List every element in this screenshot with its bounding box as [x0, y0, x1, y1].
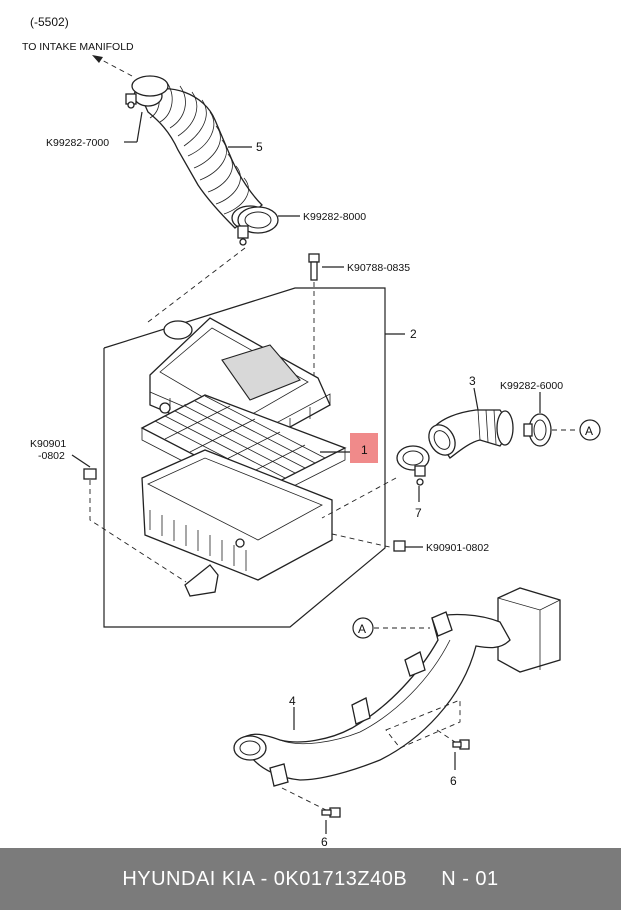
- part-1-highlight: [350, 433, 378, 463]
- direction-arrow-icon: [92, 55, 133, 77]
- nut-icon-left: [83, 468, 97, 480]
- part-number-3: 3: [469, 374, 476, 388]
- hose-clamp-right: [523, 413, 552, 447]
- part-number-1: 1: [361, 443, 368, 457]
- hose-clamp-mid: [237, 206, 279, 246]
- callout-nut-left-b: -0802: [38, 450, 65, 462]
- hose-clamp-top: [125, 75, 169, 109]
- bolt-icon-right: [452, 739, 470, 750]
- callout-nut-right: K90901-0802: [426, 542, 489, 554]
- direction-label: TO INTAKE MANIFOLD: [22, 41, 134, 53]
- callout-bolt: K90788-0835: [347, 262, 410, 274]
- footer-bar: HYUNDAI KIA - 0K01713Z40B N - 01: [0, 848, 621, 910]
- reference-a-right: A: [579, 419, 601, 441]
- bolt-icon: [308, 253, 320, 281]
- footer-page-code: N - 01: [441, 867, 499, 890]
- part-number-5: 5: [256, 140, 263, 154]
- air-cleaner-lower-case: [141, 449, 333, 597]
- bolt-icon-bottom: [321, 807, 341, 818]
- fresh-air-duct: [233, 587, 561, 787]
- nut-icon-right: [393, 540, 406, 552]
- callout-nut-left-a: K90901: [30, 438, 66, 450]
- svg-text:A: A: [585, 424, 593, 438]
- callout-clamp-mid: K99282-8000: [303, 211, 366, 223]
- elbow-hose: [428, 409, 514, 459]
- reference-a-left: A: [352, 617, 374, 639]
- footer-part-number: HYUNDAI KIA - 0K01713Z40B: [122, 867, 408, 890]
- callout-clamp-right: K99282-6000: [500, 380, 563, 392]
- hose-clamp-7: [396, 445, 430, 486]
- part-number-6-right: 6: [450, 774, 457, 788]
- part-number-4: 4: [289, 694, 296, 708]
- callout-clamp-top: K99282-7000: [46, 137, 109, 149]
- range-label: (-5502): [30, 15, 69, 29]
- parts-diagram: (-5502) TO INTAKE MANIFOLD K99282-: [22, 15, 601, 848]
- part-number-2: 2: [410, 327, 417, 341]
- part-number-6-bottom: 6: [321, 835, 328, 848]
- svg-text:A: A: [358, 622, 366, 636]
- part-number-7: 7: [415, 506, 422, 520]
